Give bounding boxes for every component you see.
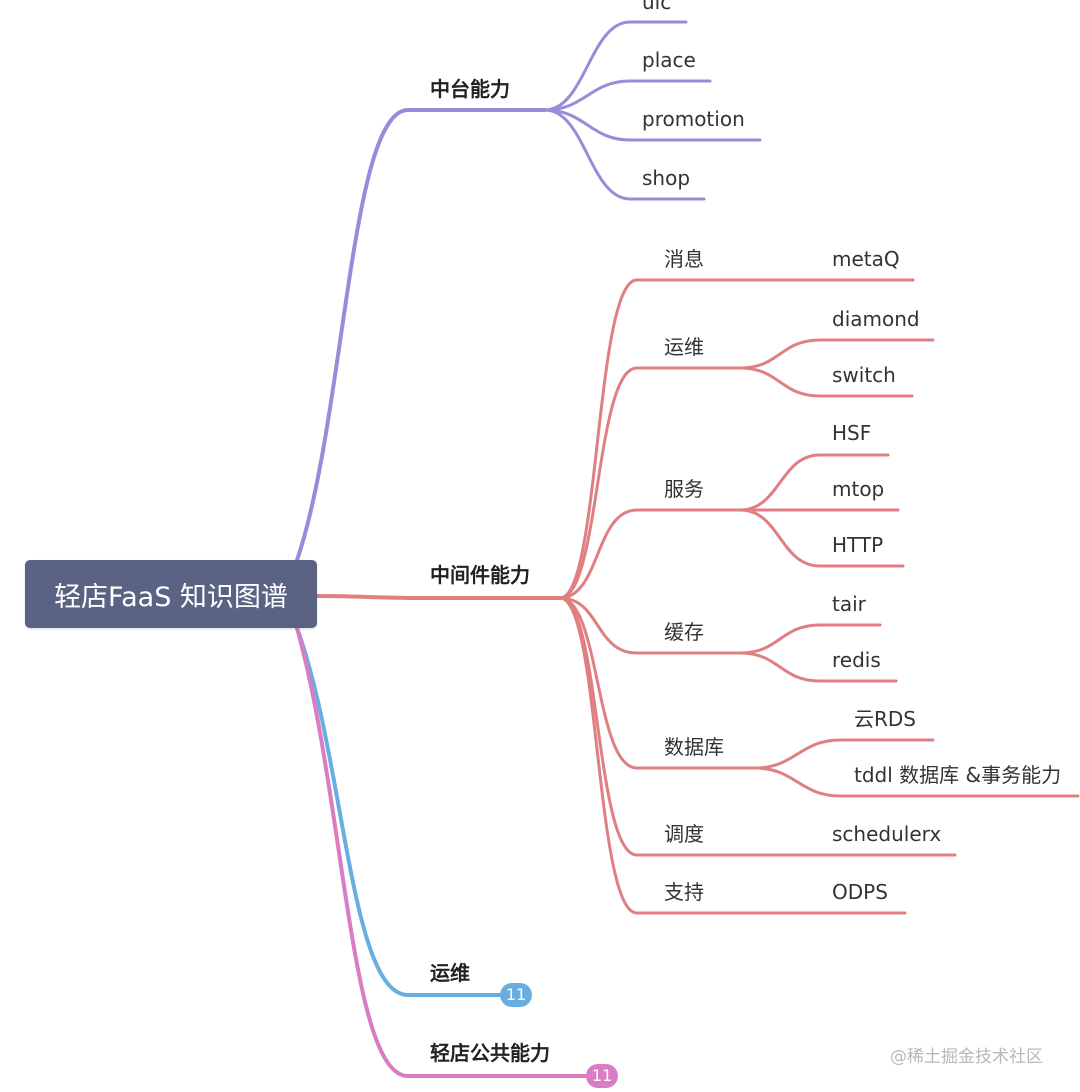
edge-group-support [558,596,822,915]
node-mtop[interactable]: mtop [832,477,885,501]
node-rds[interactable]: 云RDS [854,707,916,731]
collapsed-count-badge-ops[interactable]: 11 [500,983,532,1007]
edge-HSF [738,453,890,512]
root-node[interactable]: 轻店FaaS 知识图谱 [25,560,317,628]
edge-shop [543,108,706,201]
edge-ops [295,626,507,997]
edge-tair [738,623,882,655]
node-diamond[interactable]: diamond [832,307,920,331]
node-group-support[interactable]: 支持 [664,880,704,904]
edge-group-service [558,508,742,600]
node-group-service[interactable]: 服务 [664,477,704,501]
edge-tddl [753,766,1080,798]
watermark: @稀土掘金技术社区 [890,1047,1043,1067]
node-metaQ[interactable]: metaQ [832,247,900,271]
edge-group-cache [558,596,742,655]
edge-group-msg [558,278,822,600]
edge-redis [738,651,898,683]
edge-group-ops [558,366,742,600]
node-public[interactable]: 轻店公共能力 [430,1041,550,1065]
node-zhongtai[interactable]: 中台能力 [430,77,510,101]
node-group-sched[interactable]: 调度 [664,822,704,846]
node-promotion[interactable]: promotion [642,107,745,131]
node-shop[interactable]: shop [642,166,691,190]
node-HTTP[interactable]: HTTP [832,533,884,557]
node-uic[interactable]: uic [642,0,672,14]
node-place[interactable]: place [642,48,696,72]
node-schedulerx[interactable]: schedulerx [832,822,942,846]
edge-place [543,79,712,112]
edge-zhongtai [295,108,547,562]
node-middleware[interactable]: 中间件能力 [430,563,530,587]
edge-group-db [558,596,757,770]
edge-middleware [315,594,562,600]
node-switch[interactable]: switch [832,363,896,387]
node-group-ops[interactable]: 运维 [664,335,704,359]
node-group-db[interactable]: 数据库 [664,735,724,759]
edge-uic [543,20,688,112]
edge-rds [753,738,935,770]
collapsed-count-badge-public[interactable]: 11 [586,1064,618,1088]
node-redis[interactable]: redis [832,648,881,672]
edge-diamond [738,338,935,370]
node-group-msg[interactable]: 消息 [664,247,704,271]
node-ODPS[interactable]: ODPS [832,880,888,904]
node-ops[interactable]: 运维 [430,961,470,985]
node-tddl[interactable]: tddl 数据库 &事务能力 [854,763,1062,787]
edge-public [295,626,592,1078]
node-HSF[interactable]: HSF [832,421,872,445]
edge-promotion [543,108,762,142]
edge-HTTP [738,508,905,568]
node-group-cache[interactable]: 缓存 [664,620,704,644]
node-tair[interactable]: tair [832,592,866,616]
edge-switch [738,366,914,398]
